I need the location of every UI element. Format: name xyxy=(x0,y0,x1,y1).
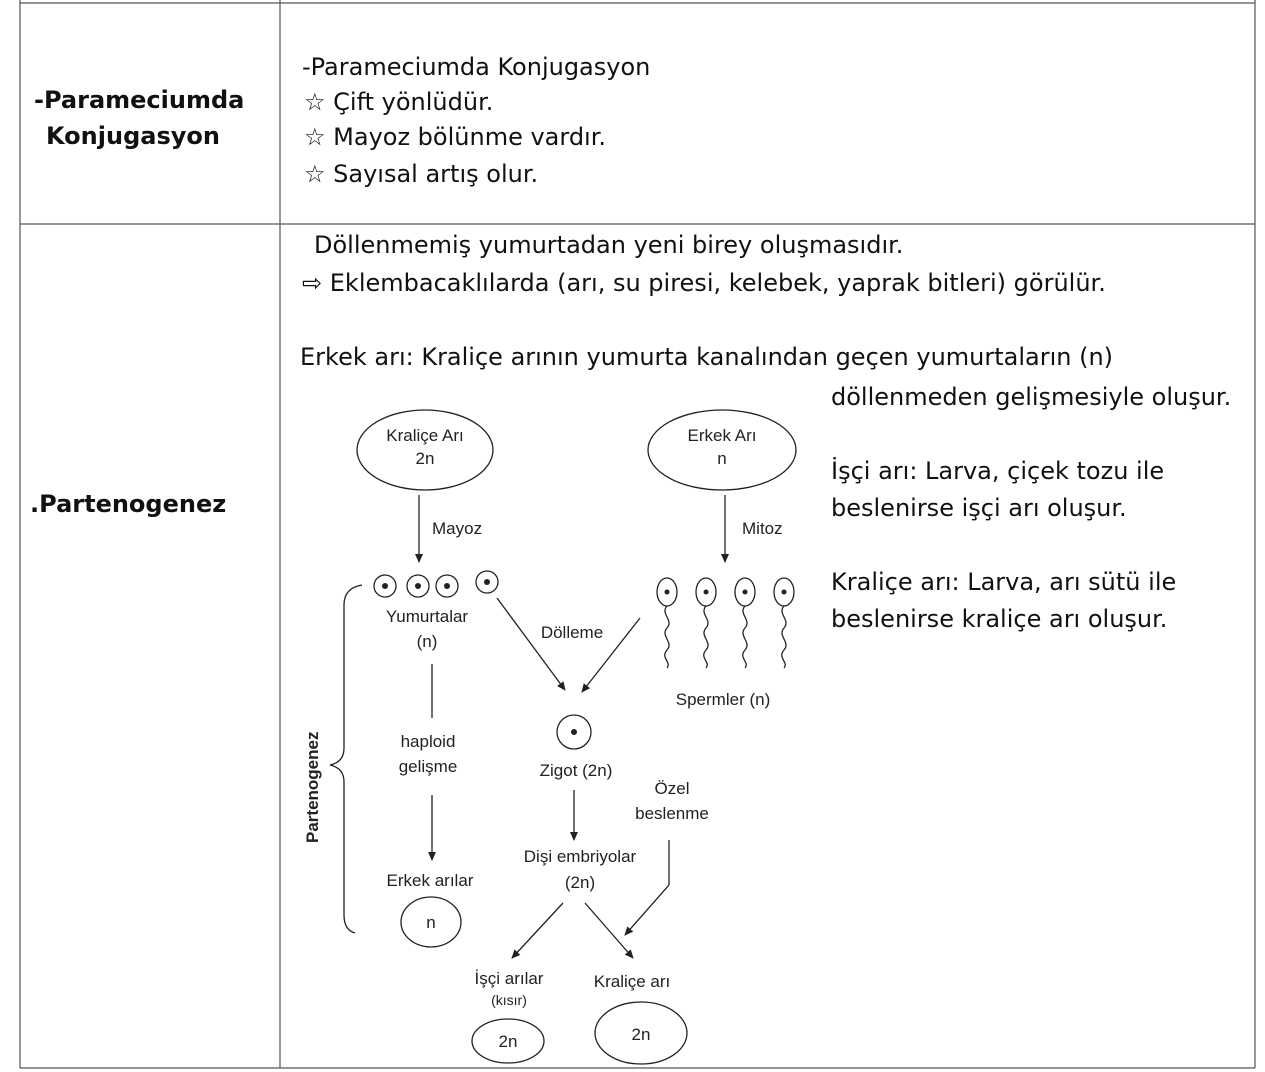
eggs-label: Yumurtalar xyxy=(386,607,469,626)
fertilization-label: Dölleme xyxy=(541,623,603,642)
bullet-text: Mayoz bölünme vardır. xyxy=(333,123,607,151)
row1-bullet-item: ☆ Çift yönlüdür. xyxy=(304,87,493,117)
egg-cell xyxy=(406,574,430,598)
star-icon: ☆ xyxy=(304,123,326,151)
workers-ploidy: 2n xyxy=(499,1032,518,1051)
special-nutrition-label-2: beslenme xyxy=(635,804,709,823)
arthropods-text: Eklembacaklılarda (arı, su piresi, keleb… xyxy=(329,269,1106,297)
queen-out-label: Kraliçe arı xyxy=(594,972,671,991)
row1-bullet-item: ☆ Mayoz bölünme vardır. xyxy=(304,122,606,152)
partenogenez-side-label: Partenogenez xyxy=(303,732,322,843)
drone-bee-label: Erkek Arı xyxy=(688,426,757,445)
definition-text: Döllenmemiş yumurtadan yeni birey oluşma… xyxy=(314,231,904,259)
arrow-right-icon: ⇨ xyxy=(302,269,323,297)
row2-label: .Partenogenez xyxy=(30,490,227,518)
workers-node xyxy=(471,1018,545,1064)
egg-to-zygote-arrow xyxy=(496,597,566,691)
sperm-cells xyxy=(656,577,795,669)
star-icon: ☆ xyxy=(304,160,326,188)
egg-cell xyxy=(373,574,397,598)
drone-bee-text-line2: döllenmeden gelişmesiyle oluşur. xyxy=(831,383,1232,411)
drone-bee-node xyxy=(647,409,797,491)
star-icon: ☆ xyxy=(304,88,326,116)
worker-bee-text-line1: İşçi arı: Larva, çiçek tozu ile xyxy=(831,457,1165,485)
sperms-label: Spermler (n) xyxy=(676,690,770,709)
row1-heading: -Parameciumda Konjugasyon xyxy=(302,53,651,81)
arthropods-line: ⇨ Eklembacaklılarda (arı, su piresi, kel… xyxy=(302,268,1106,298)
partenogenez-brace xyxy=(329,584,363,934)
worker-bee-text-line2: beslenirse işçi arı oluşur. xyxy=(831,494,1127,522)
embryo-to-workers-arrow xyxy=(511,902,564,959)
queen-bee-label: Kraliçe Arı xyxy=(386,426,463,445)
special-nutrition-label-1: Özel xyxy=(655,779,690,798)
workers-note: (kısır) xyxy=(491,992,527,1008)
female-embryo-label-1: Dişi embriyolar xyxy=(524,847,637,866)
mitosis-label: Mitoz xyxy=(742,519,783,538)
zygote-label: Zigot (2n) xyxy=(540,761,613,780)
drone-bee-text-line1: Erkek arı: Kraliçe arının yumurta kanalı… xyxy=(300,343,1114,371)
queen-out-node xyxy=(594,1001,688,1065)
queen-out-ploidy: 2n xyxy=(632,1025,651,1044)
drone-bee-ploidy: n xyxy=(717,449,726,468)
egg-cells xyxy=(373,570,499,598)
bullet-text: Çift yönlüdür. xyxy=(333,88,494,116)
egg-cell xyxy=(475,570,499,594)
queen-bee-text-line1: Kraliçe arı: Larva, arı sütü ile xyxy=(831,568,1177,596)
haploid-label-2: gelişme xyxy=(399,757,458,776)
female-embryo-label-2: (2n) xyxy=(565,873,595,892)
table-grid xyxy=(19,0,1256,1069)
zygote-cell xyxy=(556,714,592,750)
sperm-to-zygote-arrow xyxy=(581,617,641,693)
queen-bee-ploidy: 2n xyxy=(416,449,435,468)
drones-out-ploidy: n xyxy=(426,913,435,932)
row1-bullet-item: ☆ Sayısal artış olur. xyxy=(304,159,538,189)
special-nutrition-arrow-b xyxy=(624,884,670,936)
egg-cell xyxy=(435,574,459,598)
workers-label: İşçi arılar xyxy=(475,969,544,988)
haploid-label-1: haploid xyxy=(401,732,456,751)
embryo-to-queen-arrow xyxy=(584,902,634,959)
drones-out-label: Erkek arılar xyxy=(387,871,474,890)
row1-label-line1: -Parameciumda xyxy=(34,86,245,114)
bullet-text: Sayısal artış olur. xyxy=(333,160,539,188)
queen-bee-text-line2: beslenirse kraliçe arı oluşur. xyxy=(831,605,1168,633)
drones-out-node xyxy=(400,896,462,948)
eggs-ploidy: (n) xyxy=(417,632,438,651)
meiosis-label: Mayoz xyxy=(432,519,482,538)
row1-label-line2: Konjugasyon xyxy=(46,122,220,150)
queen-bee-node xyxy=(356,409,494,491)
